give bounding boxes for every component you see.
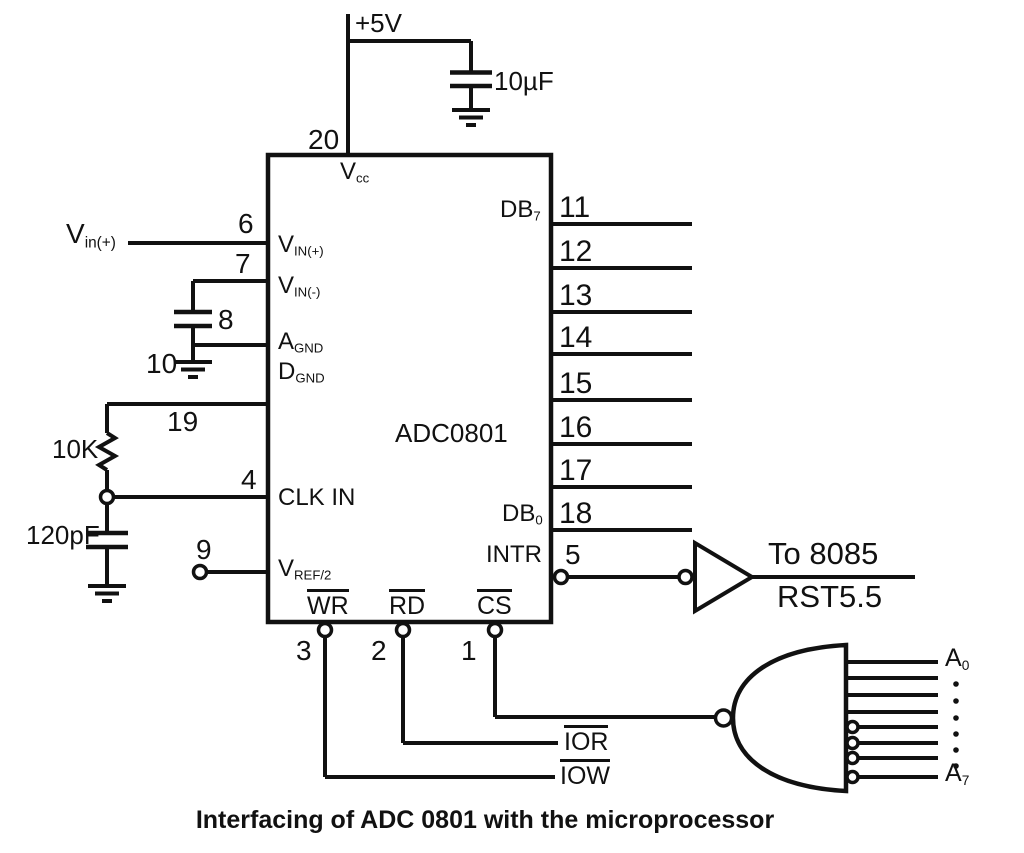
pin-number-3: 3	[296, 635, 312, 666]
pin-number-18: 18	[559, 497, 593, 530]
chip-pin-label-agnd: AGND	[278, 328, 324, 356]
chip-pin-label-vref2: VREF/2	[278, 555, 332, 583]
clk-node-terminal	[98, 488, 116, 506]
cs-control-wire	[486, 621, 715, 719]
bypass-capacitor	[450, 41, 492, 110]
buffer-triangle	[693, 539, 756, 615]
pin-number-7: 7	[235, 248, 251, 279]
pin-number-13: 13	[559, 279, 593, 312]
clk-resistor-value-label: 10K	[52, 434, 99, 464]
interrupt-destination-label: To 8085	[768, 536, 879, 571]
pin-number-16: 16	[559, 411, 593, 444]
pin-number-19: 19	[167, 406, 199, 437]
pin-number-11: 11	[559, 191, 591, 224]
analog-ground-symbol	[174, 360, 212, 379]
data-bus-lines	[551, 222, 692, 532]
address-a7-label: A7	[945, 759, 970, 788]
chip-pin-label-db7: DB7	[500, 196, 541, 224]
nand-output-bubble	[713, 708, 734, 728]
pin-number-1: 1	[461, 635, 477, 666]
power-rail-wires	[346, 14, 471, 155]
clock-ground-symbol	[88, 584, 126, 603]
interrupt-rst-label: RST5.5	[777, 579, 883, 614]
chip-pin-label-vin-minus: VIN(-)	[278, 272, 321, 300]
nand-input-lines	[846, 660, 938, 714]
iow-signal-label: IOW	[560, 759, 610, 789]
nand-gate-body	[730, 642, 849, 794]
address-a0-label: A0	[945, 644, 970, 673]
pin-number-17: 17	[559, 454, 593, 487]
chip-pin-label-wr: WR	[307, 589, 349, 619]
chip-pin-label-clk-in: CLK IN	[278, 484, 356, 511]
chip-pin-label-vcc: Vcc	[340, 158, 370, 186]
chip-pin-label-vin-plus: VIN(+)	[278, 231, 324, 259]
pin-number-5: 5	[565, 539, 581, 570]
pin-number-8: 8	[218, 304, 234, 335]
clk-resistor-zigzag	[94, 431, 120, 472]
vin-source-label: Vin(+)	[66, 218, 116, 252]
nand-inverted-input-lines	[845, 719, 938, 785]
pin-number-20: 20	[308, 124, 340, 155]
ior-signal-label: IOR	[564, 725, 609, 755]
chip-pin-label-dgnd: DGND	[278, 358, 325, 386]
pin-number-2: 2	[371, 635, 387, 666]
adc-chip-body	[265, 152, 554, 625]
pin-number-9: 9	[196, 534, 212, 565]
wr-control-wire	[316, 621, 555, 779]
intr-wire	[552, 568, 694, 586]
vin-minus-filter-network	[174, 279, 268, 362]
chip-name-label: ADC0801	[395, 418, 508, 448]
pin-number-6: 6	[238, 208, 254, 239]
clk-cap-value-label: 120pF	[26, 520, 100, 550]
pin-number-15: 15	[559, 367, 593, 400]
supply-voltage-label: +5V	[355, 8, 402, 38]
bypass-ground-symbol	[452, 108, 490, 127]
chip-pin-label-cs: CS	[477, 589, 512, 619]
pin-number-14: 14	[559, 321, 593, 354]
pin-number-10: 10	[146, 348, 178, 379]
chip-pin-label-rd: RD	[389, 589, 426, 619]
pin-number-12: 12	[559, 235, 593, 268]
pin-number-4: 4	[241, 464, 257, 495]
clock-rc-network	[86, 402, 268, 586]
rd-control-wire	[394, 621, 558, 745]
address-ellipsis-dots	[953, 681, 959, 769]
chip-pin-label-db0: DB0	[502, 500, 543, 528]
bypass-cap-value-label: 10µF	[494, 66, 554, 96]
chip-pin-label-intr: INTR	[486, 541, 542, 568]
figure-caption: Interfacing of ADC 0801 with the micropr…	[195, 806, 775, 834]
vref-terminal-wire	[191, 563, 268, 581]
